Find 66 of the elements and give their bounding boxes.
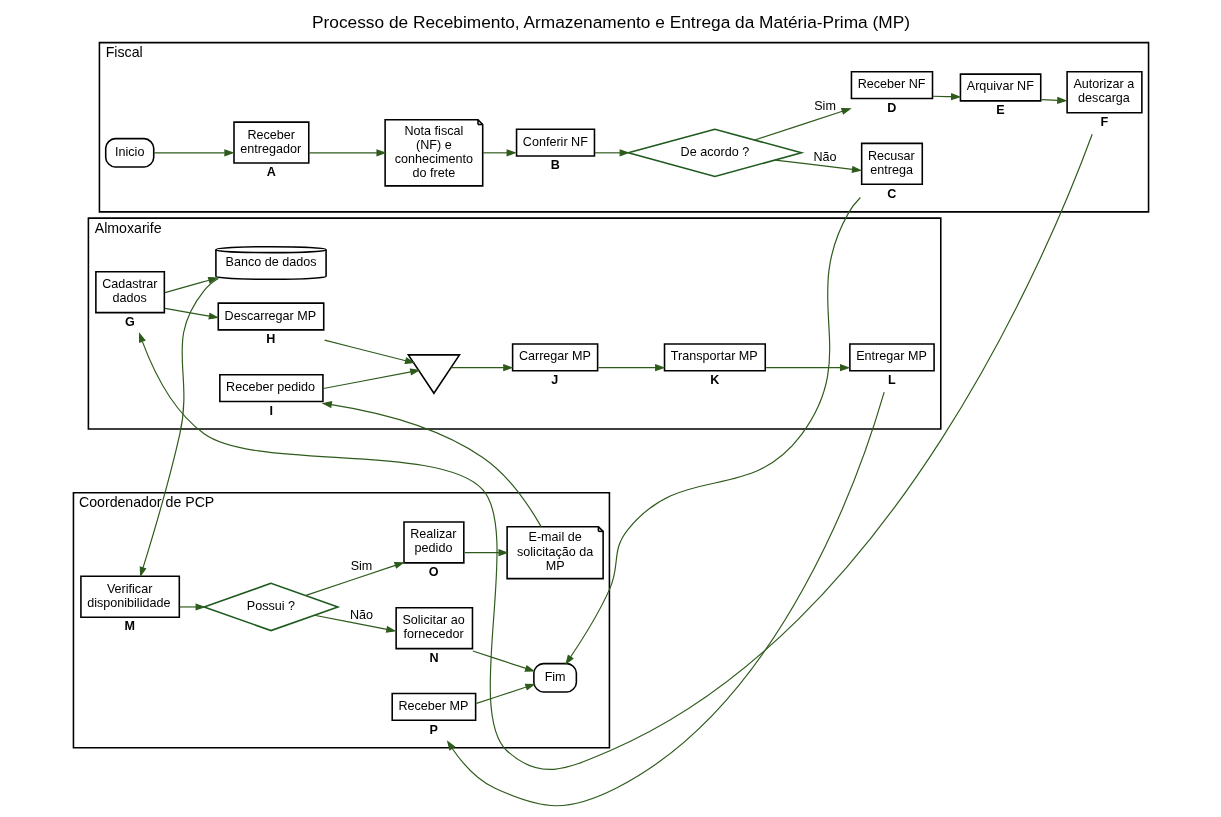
arrow [323, 339, 415, 365]
arrow [481, 149, 517, 157]
arrow [322, 368, 420, 390]
arrow [139, 277, 219, 578]
edge-label: Sim [813, 99, 836, 114]
node-box: Descarregar MP [216, 302, 324, 331]
node-diamond: Possui ? [201, 582, 340, 632]
arrow [308, 149, 387, 157]
node-box: Solicitar ao fornecedor [394, 606, 473, 650]
arrow [564, 196, 861, 665]
node-label: O [428, 565, 439, 580]
node-box: Inicio [104, 137, 154, 168]
arrow [450, 364, 513, 372]
arrow [321, 401, 542, 528]
node-label: F [1100, 114, 1108, 129]
node-box: Verificar disponibilidade [79, 575, 180, 618]
arrow [313, 614, 396, 633]
node-label: E [995, 103, 1005, 118]
arrow [475, 683, 536, 704]
node-box: Receber NF [850, 70, 933, 100]
node-label: N [429, 650, 439, 665]
node-label: D [886, 100, 896, 115]
arrow [931, 93, 961, 101]
node-label: J [550, 373, 558, 388]
arrow [1040, 96, 1067, 104]
node-box: Realizar pedido [402, 521, 465, 564]
node-box: Cadastrar dados [94, 270, 165, 314]
node-label: I [268, 403, 273, 418]
node-box: Transportar MP [663, 343, 766, 372]
arrow [471, 650, 535, 672]
node-box: Recusar entrega [860, 142, 923, 186]
node-label: K [709, 373, 719, 388]
arrow [152, 149, 235, 157]
node-box: Autorizar a descarga [1065, 70, 1143, 114]
arrow [593, 149, 630, 157]
node-box: Receber pedido [218, 374, 324, 403]
node-label: G [124, 314, 135, 329]
arrow [463, 549, 509, 557]
node-box: Entregar MP [848, 343, 935, 372]
edge-label: Não [349, 607, 373, 622]
arrow [304, 562, 405, 596]
edge-label: Não [813, 150, 837, 165]
node-label: C [886, 186, 896, 201]
arrow [163, 276, 218, 294]
node-box: Fim [532, 662, 577, 693]
arrow [765, 364, 850, 372]
node-label: A [266, 165, 276, 180]
arrow [138, 133, 1093, 771]
node-label: H [265, 332, 275, 347]
node-label: P [429, 722, 438, 737]
edge-label: Sim [350, 558, 372, 573]
arrow [163, 307, 219, 320]
node-box: Conferir NF [515, 128, 595, 157]
arrow [597, 364, 665, 372]
arrow [753, 107, 852, 141]
node-box: Arquivar NF [959, 73, 1041, 102]
arrow [446, 391, 885, 807]
node-box: Carregar MP [511, 343, 598, 372]
node-box: Receber entregador [232, 121, 310, 164]
arrow [774, 159, 862, 173]
diagram-title: Processo de Recebimento, Armazenamento e Entrega da Matéria-Prima (MP) [311, 12, 910, 33]
node-label: L [887, 373, 896, 388]
node-label: M [124, 619, 135, 634]
node-box: Receber MP [390, 692, 476, 722]
node-label: B [550, 158, 560, 173]
arrow [178, 603, 206, 611]
